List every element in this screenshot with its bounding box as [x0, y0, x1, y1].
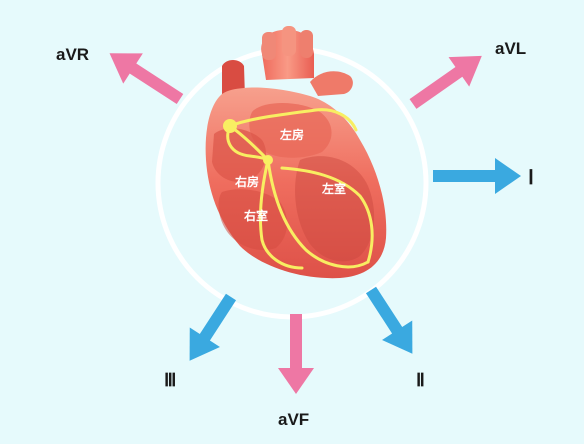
- right-atrium-region: [212, 128, 266, 182]
- aorta-branch-3: [300, 30, 313, 58]
- pulmonary-artery: [310, 71, 353, 96]
- lead-iii-arrow: [189, 293, 237, 361]
- avr-label: aVR: [56, 45, 89, 64]
- lead-iii-label: Ⅲ: [164, 370, 176, 390]
- lead-i-arrow: [433, 158, 521, 194]
- right-ventricle-region: [218, 189, 288, 250]
- avr-label-text: aVR: [56, 45, 89, 64]
- aorta-branch-1: [262, 32, 276, 60]
- left-atrium-label: 左房: [279, 127, 304, 142]
- heart: 左房 右房 左室 右室: [205, 26, 387, 279]
- av-node: [263, 155, 273, 165]
- avl-arrow: [409, 55, 482, 109]
- avl-label: aVL: [495, 39, 526, 58]
- avr-arrow: [109, 53, 184, 105]
- lead-i-label: Ⅰ: [528, 167, 534, 189]
- left-ventricle-region: [295, 156, 375, 262]
- avf-arrow: [278, 314, 314, 394]
- sa-node: [223, 119, 237, 133]
- avf-label: aVF: [278, 410, 309, 429]
- left-ventricle-label: 左室: [321, 181, 346, 196]
- aorta-branch-2: [282, 26, 296, 56]
- right-atrium-label: 右房: [234, 174, 259, 189]
- lead-ii-label: Ⅱ: [416, 370, 425, 390]
- right-ventricle-label: 右室: [243, 208, 268, 223]
- lead-ii-arrow: [365, 286, 413, 354]
